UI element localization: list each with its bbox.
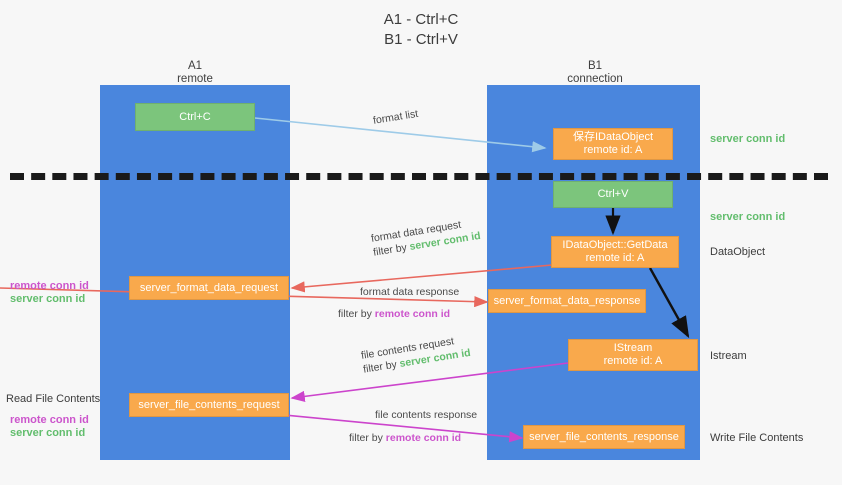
- node-server-file-contents-response-line1: server_file_contents_response: [529, 430, 679, 443]
- node-ctrl-v[interactable]: Ctrl+V: [553, 181, 673, 208]
- node-istream-line2: remote id: A: [603, 355, 663, 367]
- arrow-format-data-request: [290, 264, 553, 293]
- node-istream-line1: IStream: [613, 342, 653, 354]
- node-server-file-contents-response[interactable]: server_file_contents_response: [523, 425, 685, 449]
- page-title-line1: A1 - Ctrl+C: [383, 11, 459, 28]
- edge-label-format-data-response-filter: filter by remote conn id: [338, 308, 451, 320]
- phase-divider: [10, 173, 828, 180]
- page-title-line2: B1 - Ctrl+V: [384, 31, 458, 48]
- edge-label-file-contents-response-filter: filter by remote conn id: [349, 432, 462, 444]
- left-annotation-server-conn-id-2: server conn id: [10, 427, 86, 439]
- edge-label-file-contents-response-main: file contents response: [375, 409, 478, 421]
- column-header-a1-sub: remote: [177, 73, 213, 85]
- edge-label-file-contents-response: file contents response filter by remote …: [349, 408, 478, 445]
- node-idataobject-getdata[interactable]: IDataObject::GetData remote id: A: [551, 236, 679, 268]
- right-annotation-server-conn-id-top: server conn id: [710, 133, 786, 145]
- remote-conn-id-inline-2: remote conn id: [385, 432, 462, 444]
- right-annotation-istream: Istream: [710, 350, 747, 362]
- arrow-file-contents-request: [290, 362, 569, 402]
- arrow-getdata-to-istream: [648, 267, 690, 339]
- node-server-format-data-request[interactable]: server_format_data_request: [129, 276, 289, 300]
- node-server-format-data-response[interactable]: server_format_data_response: [488, 289, 646, 313]
- column-header-b1-name: B1: [587, 60, 603, 72]
- node-ctrl-c-line1: Ctrl+C: [179, 110, 211, 123]
- column-header-a1-name: A1: [187, 60, 203, 72]
- node-server-file-contents-request[interactable]: server_file_contents_request: [129, 393, 289, 417]
- node-istream[interactable]: IStream remote id: A: [568, 339, 698, 371]
- left-annotation-read-file-contents: Read File Contents: [6, 393, 101, 405]
- left-annotation-server-conn-id: server conn id: [10, 293, 86, 305]
- remote-conn-id-inline: remote conn id: [374, 308, 451, 320]
- node-server-format-data-response-line1: server_format_data_response: [493, 294, 641, 307]
- node-server-file-contents-request-line1: server_file_contents_request: [138, 398, 280, 411]
- node-save-idataobject-line1: 保存IDataObject: [572, 131, 654, 143]
- right-annotation-server-conn-id-mid: server conn id: [710, 211, 786, 223]
- node-ctrl-c[interactable]: Ctrl+C: [135, 103, 255, 131]
- right-annotation-dataobject: DataObject: [710, 246, 766, 258]
- node-save-idataobject-line2: remote id: A: [583, 144, 643, 156]
- node-idataobject-getdata-line2: remote id: A: [585, 252, 645, 264]
- node-ctrl-v-line1: Ctrl+V: [597, 188, 629, 200]
- left-annotation-remote-conn-id-2: remote conn id: [10, 414, 89, 426]
- left-annotation-remote-conn-id: remote conn id: [10, 280, 89, 292]
- column-header-b1-sub: connection: [567, 73, 623, 85]
- edge-label-format-data-response: format data response filter by remote co…: [338, 285, 460, 321]
- right-annotation-write-file-contents: Write File Contents: [710, 432, 804, 444]
- edge-label-format-data-response-main: format data response: [360, 286, 460, 298]
- arrow-format-list: [254, 117, 547, 153]
- node-save-idataobject[interactable]: 保存IDataObject remote id: A: [553, 128, 673, 160]
- node-server-format-data-request-line1: server_format_data_request: [139, 281, 279, 294]
- column-header-a1: A1 remote: [120, 60, 270, 86]
- column-header-b1: B1 connection: [520, 60, 670, 86]
- node-idataobject-getdata-line1: IDataObject::GetData: [562, 239, 668, 251]
